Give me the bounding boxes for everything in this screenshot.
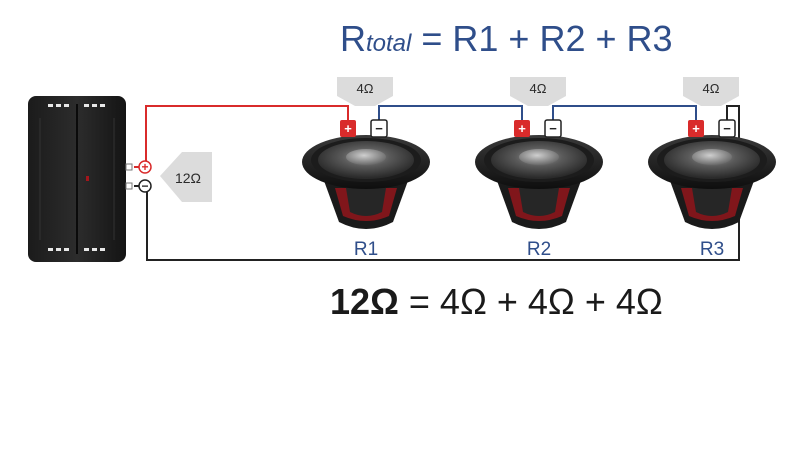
wiring (134, 105, 740, 261)
speaker-basket (648, 135, 776, 229)
amplifier: + − 12Ω (28, 96, 212, 262)
amplifier-negative-symbol: − (141, 179, 148, 193)
return-wire (134, 105, 740, 261)
total-impedance-tag (160, 152, 212, 202)
svg-text:+: + (692, 121, 700, 136)
positive-terminal (340, 120, 356, 137)
total-resistance-formula: Rtotal = R1 + R2 + R3 (340, 18, 760, 60)
speaker-name: R1 (354, 239, 378, 260)
impedance-label: 4Ω (703, 81, 720, 96)
speaker-r1: 4Ω + − R1 (302, 77, 430, 260)
speaker-name: R3 (700, 239, 724, 260)
formula-total-value: 12Ω (330, 281, 399, 322)
formula-sum-values: = 4Ω + 4Ω + 4Ω (398, 281, 663, 322)
svg-text:−: − (723, 121, 731, 136)
amplifier-vents-bottom (48, 248, 105, 251)
amplifier-negative-terminal (138, 179, 152, 193)
speaker-basket (302, 135, 430, 229)
amplifier-positive-symbol: + (141, 160, 148, 174)
speaker-r3: 4Ω + − R3 (648, 77, 776, 260)
positive-terminal (688, 120, 704, 137)
speaker-r2: 4Ω + − R2 (475, 77, 603, 260)
formula-r-symbol: R (340, 18, 366, 59)
impedance-tag (510, 77, 566, 106)
impedance-tag (337, 77, 393, 106)
positive-terminal (514, 120, 530, 137)
series-wire-r1-r2 (378, 105, 523, 120)
svg-text:−: − (375, 121, 383, 136)
impedance-label: 4Ω (357, 81, 374, 96)
impedance-sum-formula: 12Ω = 4Ω + 4Ω + 4Ω (330, 281, 750, 323)
svg-text:+: + (344, 121, 352, 136)
negative-terminal (544, 119, 562, 138)
impedance-tag (683, 77, 739, 106)
speaker-basket (475, 135, 603, 229)
svg-text:+: + (518, 121, 526, 136)
amplifier-vents-top (48, 104, 105, 107)
amplifier-positive-terminal (138, 160, 152, 174)
formula-sum: = R1 + R2 + R3 (411, 18, 673, 59)
formula-total-subscript: total (366, 30, 412, 57)
total-impedance-label: 12Ω (175, 170, 201, 186)
speaker-name: R2 (527, 239, 551, 260)
negative-terminal (718, 119, 736, 138)
series-wire-r2-r3 (552, 105, 697, 120)
negative-terminal (370, 119, 388, 138)
impedance-label: 4Ω (530, 81, 547, 96)
svg-text:−: − (549, 121, 557, 136)
